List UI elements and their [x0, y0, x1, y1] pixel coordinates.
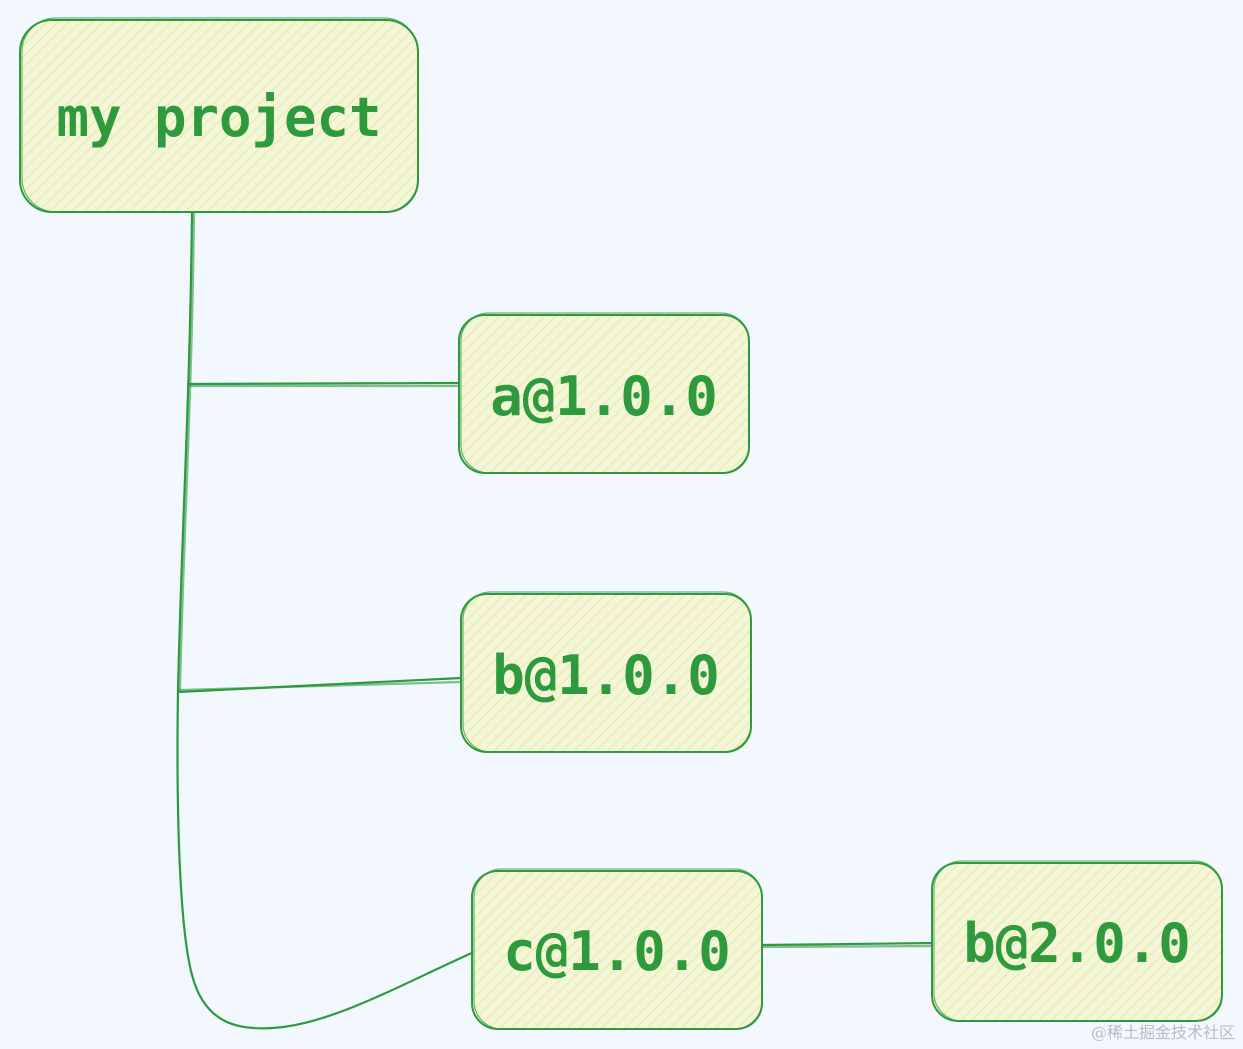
node-b-2-0-0-label: b@2.0.0	[963, 912, 1191, 975]
edge-c-to-b2	[760, 941, 940, 947]
edge-root-to-a	[186, 381, 461, 386]
node-a-1-0-0-label: a@1.0.0	[490, 365, 718, 428]
node-c-1-0-0: c@1.0.0	[471, 868, 763, 1030]
edge-root-to-b1-sketch	[178, 680, 463, 692]
edge-root-trunk	[176, 210, 476, 1030]
node-c-1-0-0-label: c@1.0.0	[503, 920, 731, 983]
node-my-project: my project	[19, 17, 419, 213]
node-a-1-0-0: a@1.0.0	[458, 312, 750, 474]
edge-c-to-b2-sketch	[762, 944, 938, 949]
node-b-1-0-0: b@1.0.0	[460, 591, 752, 753]
node-b-1-0-0-label: b@1.0.0	[492, 644, 720, 707]
node-my-project-label: my project	[56, 86, 381, 149]
edge-root-trunk-sketch	[178, 210, 196, 692]
node-b-2-0-0: b@2.0.0	[931, 860, 1223, 1022]
watermark: @稀土掘金技术社区	[1090, 1023, 1235, 1042]
